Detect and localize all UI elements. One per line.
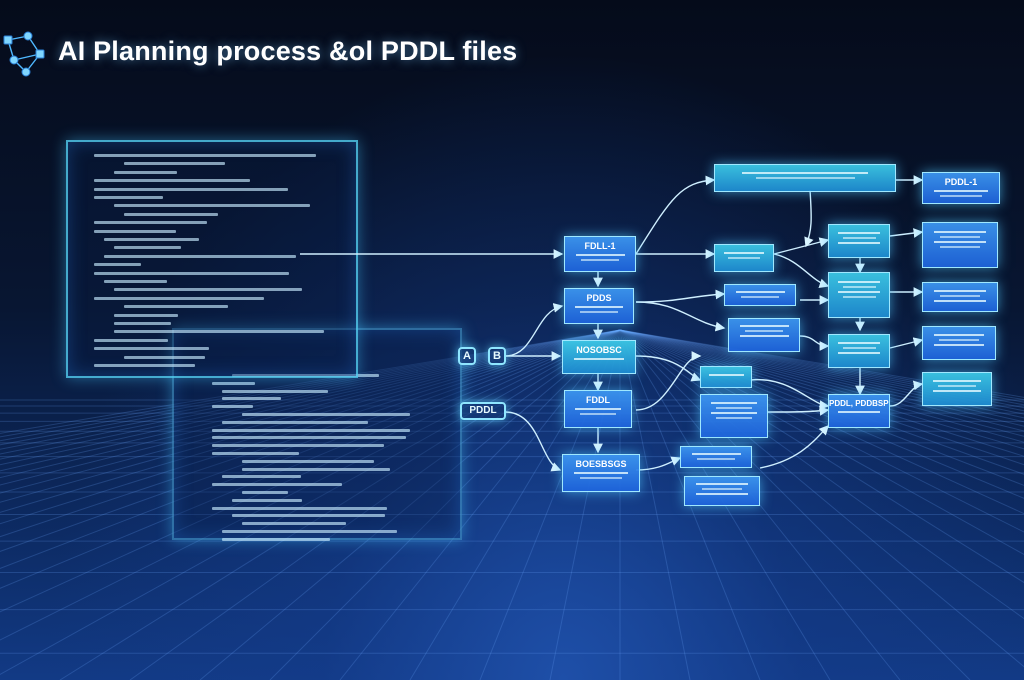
node-pddl-1[interactable]: PDDL-1 [922,172,1000,204]
code-panel-back [172,328,462,541]
node-fdll-label: FDLL-1 [584,241,616,251]
node-m3[interactable] [728,318,800,352]
node-m4[interactable] [700,366,752,388]
node-nosobsc-label: NOSOBSC [576,345,622,355]
chip-a[interactable]: A [458,347,476,365]
node-r2[interactable] [828,272,890,318]
chip-pddl[interactable]: PDDL [460,402,506,420]
node-r1[interactable] [828,224,890,258]
node-boesbsgs-label: BOESBSGS [575,459,627,469]
node-f5[interactable] [922,372,992,406]
node-nosobsc[interactable]: NOSOBSC [562,340,636,374]
chip-b[interactable]: B [488,347,506,365]
node-m5[interactable] [700,394,768,438]
node-m7[interactable] [684,476,760,506]
node-m6[interactable] [680,446,752,468]
node-top-wide[interactable] [714,164,896,192]
code-panel-front [66,140,358,378]
node-boesbsgs[interactable]: BOESBSGS [562,454,640,492]
node-fdll[interactable]: FDLL-1 [564,236,636,272]
node-fddl-label: FDDL [586,395,610,405]
page-title: AI Planning process &ol PDDL files [58,36,518,66]
node-m2[interactable] [724,284,796,306]
node-f3[interactable] [922,282,998,312]
node-fddl[interactable]: FDDL [564,390,632,428]
node-pdds[interactable]: PDDS [564,288,634,324]
network-nodes-icon [3,31,45,77]
node-pddl-ps-label: PDDL, PDDBSPDL [829,399,889,408]
node-r3[interactable] [828,334,890,368]
node-m1[interactable] [714,244,774,272]
node-pddl-ps[interactable]: PDDL, PDDBSPDL [828,394,890,428]
node-f2[interactable] [922,222,998,268]
node-pddl-1-label: PDDL-1 [944,177,978,187]
node-f4[interactable] [922,326,996,360]
node-pdds-label: PDDS [586,293,612,303]
